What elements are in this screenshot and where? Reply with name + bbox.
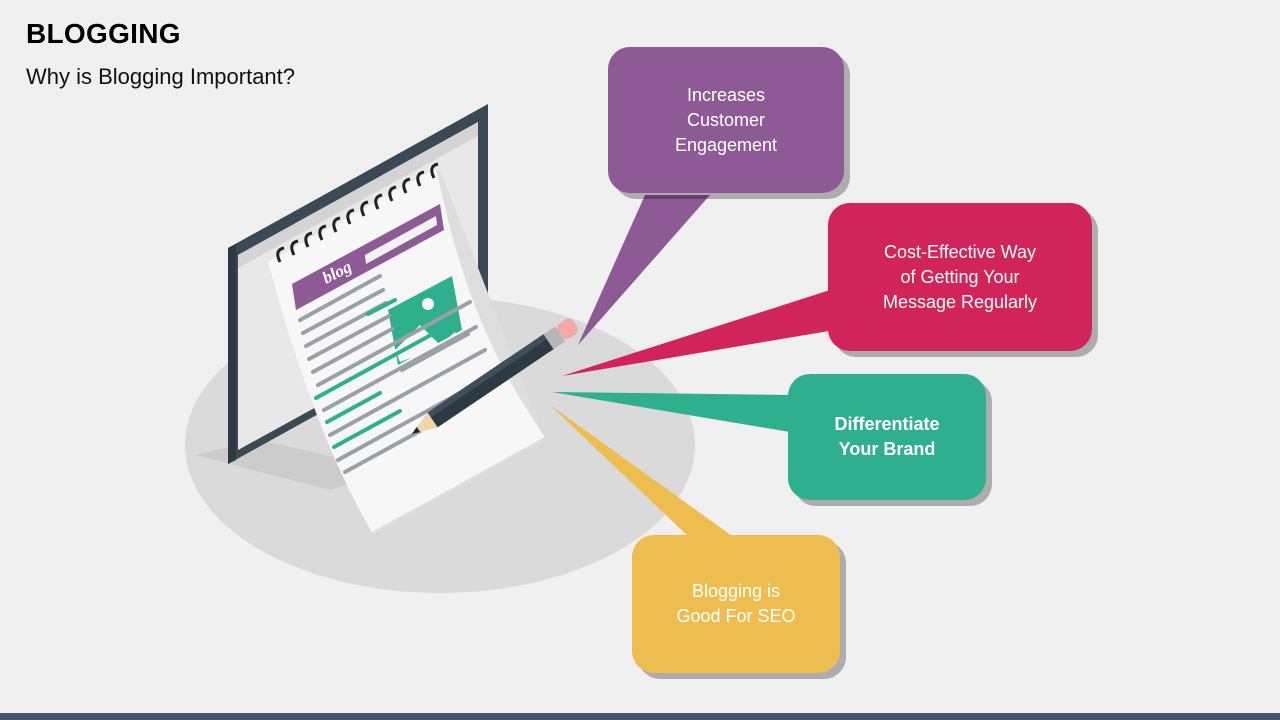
callout-seo-text: Blogging is Good For SEO <box>676 581 796 626</box>
callout-customer-engagement: Increases Customer Engagement <box>608 47 844 193</box>
pointer-crimson <box>562 290 835 376</box>
callout-differentiate-brand: Differentiate Your Brand <box>788 374 986 500</box>
callout-differentiate-brand-text: Differentiate Your Brand <box>834 414 940 459</box>
bottom-bar <box>0 713 1280 720</box>
pencil <box>411 318 578 434</box>
pointer-teal <box>552 392 790 432</box>
pointer-purple <box>578 195 710 345</box>
slide-subtitle: Why is Blogging Important? <box>26 64 296 89</box>
callout-customer-engagement-text: Increases Customer Engagement <box>674 84 778 155</box>
blog-paper: blog <box>268 162 545 535</box>
pointer-mustard <box>550 405 735 538</box>
callout-cost-effective-text: Cost-Effective Way of Getting Your Messa… <box>882 241 1038 312</box>
callout-cost-effective: Cost-Effective Way of Getting Your Messa… <box>828 203 1092 351</box>
callout-seo: Blogging is Good For SEO <box>632 535 840 673</box>
slide-title: BLOGGING <box>26 18 181 49</box>
